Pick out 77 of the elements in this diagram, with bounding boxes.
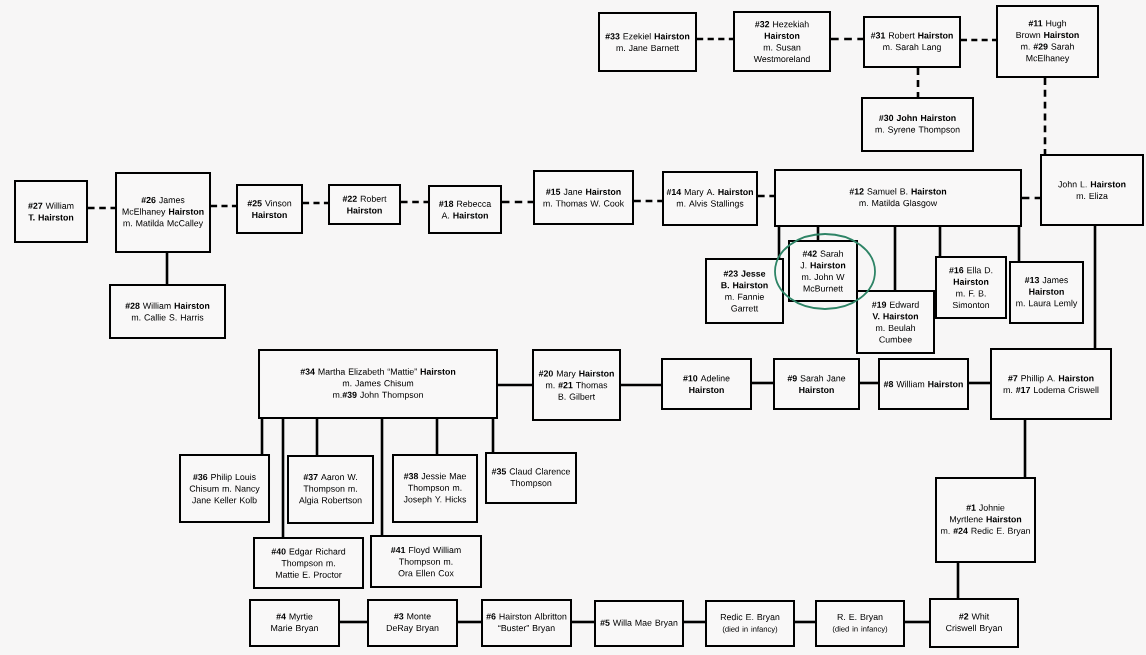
person-box: #15 Jane Hairston m. Thomas W. Cook: [533, 170, 634, 225]
connector-line: [860, 381, 878, 385]
connector-line: [458, 620, 481, 624]
person-box: #37 Aaron W. Thompson m. Algia Robertson: [287, 455, 374, 524]
person-box: #10 Adeline Hairston: [661, 358, 752, 410]
person-box: #32 Hezekiah Hairston m. Susan Westmoreland: [733, 11, 831, 72]
connector-line: [340, 620, 367, 624]
connector-line: [435, 419, 439, 454]
person-box: #18 Rebecca A. Hairston: [428, 185, 502, 234]
person-box: #8 William Hairston: [878, 358, 969, 410]
person-box: #42 Sarah J. Hairston m. John W McBurnett: [788, 240, 858, 302]
connector-line: [1022, 196, 1040, 200]
person-box: #3 Monte DeRay Bryan: [367, 599, 458, 647]
connector-line: [621, 383, 661, 387]
connector-line: [572, 620, 594, 624]
person-box: #16 Ella D. Hairston m. F. B. Simonton: [935, 256, 1007, 319]
person-box: #36 Philip Louis Chisum m. Nancy Jane Keller Kolb: [179, 454, 270, 523]
connector-line: [697, 37, 733, 41]
connector-line: [816, 227, 820, 240]
person-box: #14 Mary A. Hairston m. Alvis Stallings: [662, 171, 758, 226]
person-box: #33 Ezekiel Hairston m. Jane Barnett: [598, 12, 697, 72]
person-box: #41 Floyd William Thompson m. Ora Ellen Cox: [370, 535, 482, 588]
connector-line: [1043, 78, 1047, 154]
connector-line: [1017, 227, 1021, 261]
connector-line: [380, 419, 384, 535]
connector-line: [893, 227, 897, 290]
connector-line: [831, 37, 863, 41]
person-box: #22 Robert Hairston: [328, 184, 401, 225]
person-box: #26 James McElhaney Hairston m. Matilda McCalley: [115, 172, 211, 253]
connector-line: [315, 419, 319, 455]
person-box: #2 Whit Criswell Bryan: [929, 598, 1019, 648]
connector-line: [938, 227, 942, 256]
connector-line: [502, 200, 533, 204]
person-box: #5 Willa Mae Bryan: [594, 600, 684, 647]
connector-line: [905, 620, 929, 624]
person-box: John L. Hairston m. Eliza: [1040, 154, 1144, 226]
person-box: #28 William Hairston m. Callie S. Harris: [109, 284, 226, 339]
connector-line: [491, 419, 495, 452]
person-box: #19 Edward V. Hairston m. Beulah Cumbee: [856, 290, 935, 354]
person-box: #34 Martha Elizabeth “Mattie” Hairston m. James Chisum m.#39 John Thompson: [258, 349, 498, 419]
connector-line: [777, 227, 781, 258]
person-box: #40 Edgar Richard Thompson m. Mattie E. Proctor: [253, 537, 364, 589]
person-box: #11 Hugh Brown Hairston m. #29 Sarah McElhaney: [996, 5, 1099, 78]
person-box: #12 Samuel B. Hairston m. Matilda Glasgow: [774, 169, 1022, 227]
connector-line: [795, 620, 815, 624]
connector-line: [916, 68, 920, 97]
connector-line: [165, 253, 169, 284]
person-box: #13 James Hairston m. Laura Lemly: [1009, 261, 1084, 324]
connector-line: [211, 204, 236, 208]
connector-line: [956, 563, 960, 598]
connector-line: [634, 199, 662, 203]
person-box: #35 Claud Clarence Thompson: [485, 452, 577, 504]
connector-line: [961, 38, 996, 42]
connector-line: [1023, 420, 1027, 477]
person-box: #4 Myrtie Marie Bryan: [249, 599, 340, 647]
connector-line: [88, 206, 115, 210]
person-box: #31 Robert Hairston m. Sarah Lang: [863, 16, 961, 68]
person-box: #27 William T. Hairston: [14, 180, 88, 243]
connector-line: [684, 620, 705, 624]
person-box: #9 Sarah Jane Hairston: [773, 358, 860, 410]
person-box: #38 Jessie Mae Thompson m. Joseph Y. Hicks: [392, 454, 478, 523]
connector-line: [281, 419, 285, 537]
connector-line: [498, 383, 532, 387]
connector-line: [752, 381, 773, 385]
connector-line: [260, 419, 264, 454]
person-box: #6 Hairston Albritton “Buster” Bryan: [481, 599, 572, 647]
connector-line: [401, 200, 428, 204]
person-box: #7 Phillip A. Hairston m. #17 Lodema Criswell: [990, 348, 1112, 420]
connector-line: [303, 201, 328, 205]
person-box: #1 Johnie Myrtlene Hairston m. #24 Redic E. Bryan: [935, 477, 1036, 563]
person-box: #30 John Hairston m. Syrene Thompson: [861, 97, 974, 152]
connector-line: [1093, 226, 1097, 348]
connector-line: [758, 194, 774, 198]
person-box: #20 Mary Hairston m. #21 Thomas B. Gilbert: [532, 349, 621, 421]
person-box: #25 Vinson Hairston: [236, 184, 303, 234]
person-box: #23 Jesse B. Hairston m. Fannie Garrett: [705, 258, 784, 324]
connector-line: [969, 381, 990, 385]
